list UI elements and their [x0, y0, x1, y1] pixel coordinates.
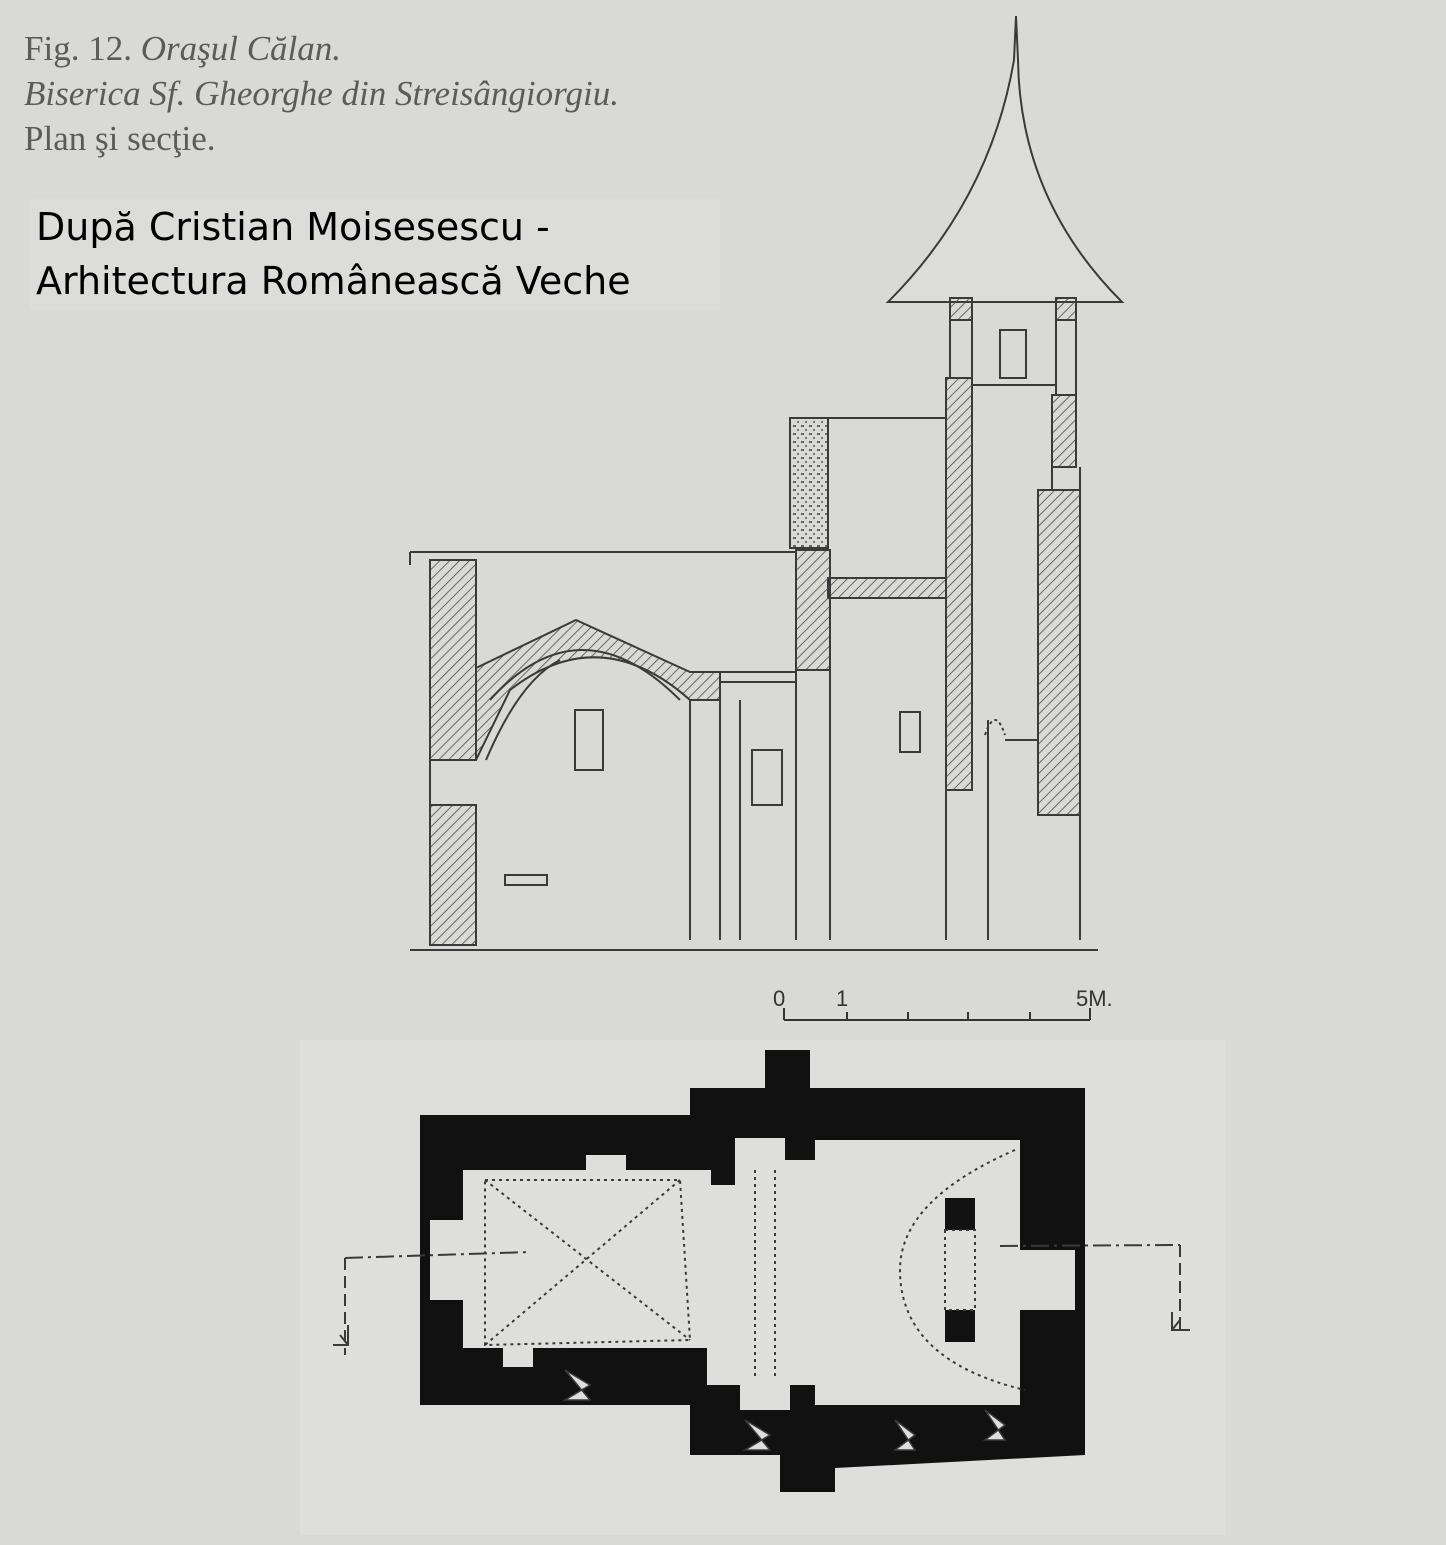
chancel-east-wall-upper	[429, 559, 477, 761]
nave-space	[707, 1185, 792, 1385]
credit-text: După Cristian Moisesescu - Arhitectura R…	[36, 200, 631, 308]
church-section	[409, 15, 1125, 951]
chancel-window	[574, 709, 604, 771]
altar-niche	[504, 874, 548, 886]
belfry-left-wall	[949, 297, 973, 321]
chancel-east-wall-lower	[429, 804, 477, 946]
caption-line-1: Fig. 12. Oraşul Călan.	[24, 26, 619, 71]
belfry-right-wall	[1055, 297, 1077, 321]
passage	[735, 1138, 785, 1188]
cut-arrow-west	[333, 1325, 349, 1346]
tower-spire	[885, 15, 1125, 303]
cut-arrow-east	[1171, 1312, 1190, 1331]
figure-number: Fig. 12.	[24, 29, 132, 68]
scale-label-five: 5M.	[1076, 986, 1113, 1011]
credit-line-2: Arhitectura Românească Veche	[36, 259, 631, 303]
church-plan	[333, 1050, 1190, 1492]
gable-wall-brick	[789, 417, 829, 549]
scale-label-zero: 0	[773, 986, 785, 1011]
tower-right-wall-upper	[1051, 394, 1077, 468]
section-cut-line	[333, 1244, 1190, 1355]
belfry-window	[999, 329, 1027, 379]
nave-west-wall	[795, 549, 831, 671]
caption-subtitle: Plan şi secţie.	[24, 119, 216, 158]
tower-floor	[827, 577, 947, 599]
tower-pillar-north	[945, 1198, 975, 1230]
credit-line-1: După Cristian Moisesescu -	[36, 205, 550, 249]
figure-caption: Fig. 12. Oraşul Călan. Biserica Sf. Gheo…	[24, 26, 619, 161]
side-window	[751, 749, 783, 806]
credit-background	[30, 198, 720, 310]
chancel-vault	[475, 618, 721, 761]
town-name: Oraşul Călan.	[140, 29, 342, 68]
church-name: Biserica Sf. Gheorghe din Streisângiorgi…	[24, 74, 619, 113]
plan-interior	[430, 1138, 1075, 1410]
tower-right-wall-lower	[1037, 489, 1081, 816]
scale-label-one: 1	[836, 986, 848, 1011]
tower-pillar-south	[945, 1310, 975, 1342]
tower-door-arch	[984, 719, 1006, 736]
chancel-space	[463, 1170, 711, 1348]
vault-ribs	[484, 1149, 1026, 1391]
window-splays	[562, 1369, 1007, 1451]
nave-window	[899, 711, 921, 753]
tower-left-wall	[945, 377, 973, 791]
scale-bar: 0 1 5M.	[773, 986, 1113, 1021]
tower-space	[815, 1140, 1020, 1405]
